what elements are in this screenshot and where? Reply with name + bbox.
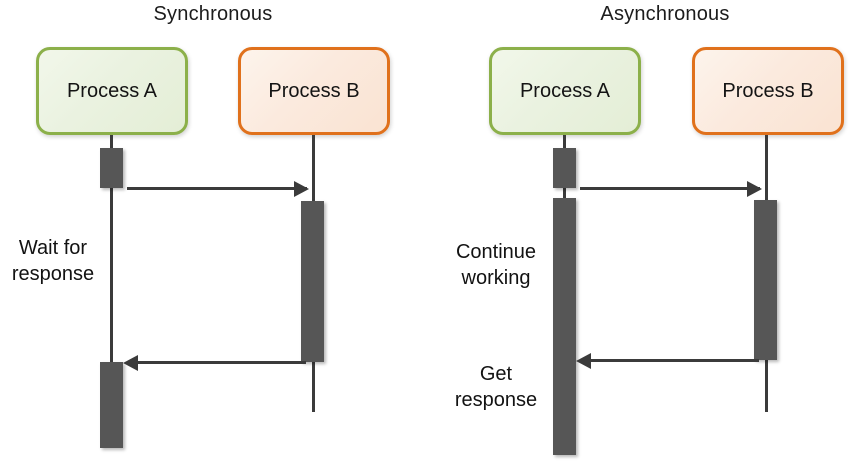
activation-bar-b-asynchronous (754, 200, 777, 360)
process-box-a-synchronous[interactable]: Process A (36, 47, 188, 135)
arrowhead-request-synchronous (294, 181, 309, 197)
process-box-a-label: Process A (519, 79, 611, 102)
panel-title-asynchronous: Asynchronous (600, 3, 730, 25)
message-line-response-synchronous (128, 361, 306, 364)
activation-bar-a-working-asynchronous (553, 198, 576, 455)
panel-title-synchronous: Synchronous (153, 3, 273, 25)
message-line-request-synchronous (127, 187, 307, 190)
arrowhead-response-asynchronous (576, 353, 591, 369)
arrowhead-request-asynchronous (747, 181, 762, 197)
activation-bar-a-send-synchronous (100, 148, 123, 188)
note-get-response: Get response (454, 363, 538, 411)
activation-bar-a-send-asynchronous (553, 148, 576, 188)
process-box-a-label: Process A (66, 79, 158, 102)
activation-bar-a-receive-synchronous (100, 362, 123, 448)
arrowhead-response-synchronous (123, 355, 138, 371)
process-box-a-asynchronous[interactable]: Process A (489, 47, 641, 135)
note-continue-working: Continue working (455, 241, 537, 289)
message-line-response-asynchronous (581, 359, 759, 362)
note-wait-for-response: Wait for response (11, 237, 95, 285)
process-box-b-asynchronous[interactable]: Process B (692, 47, 844, 135)
process-box-b-label: Process B (722, 79, 814, 102)
activation-bar-b-synchronous (301, 201, 324, 362)
process-box-b-synchronous[interactable]: Process B (238, 47, 390, 135)
process-box-b-label: Process B (268, 79, 360, 102)
lifeline-process-a-synchronous (110, 135, 113, 448)
message-line-request-asynchronous (580, 187, 760, 190)
